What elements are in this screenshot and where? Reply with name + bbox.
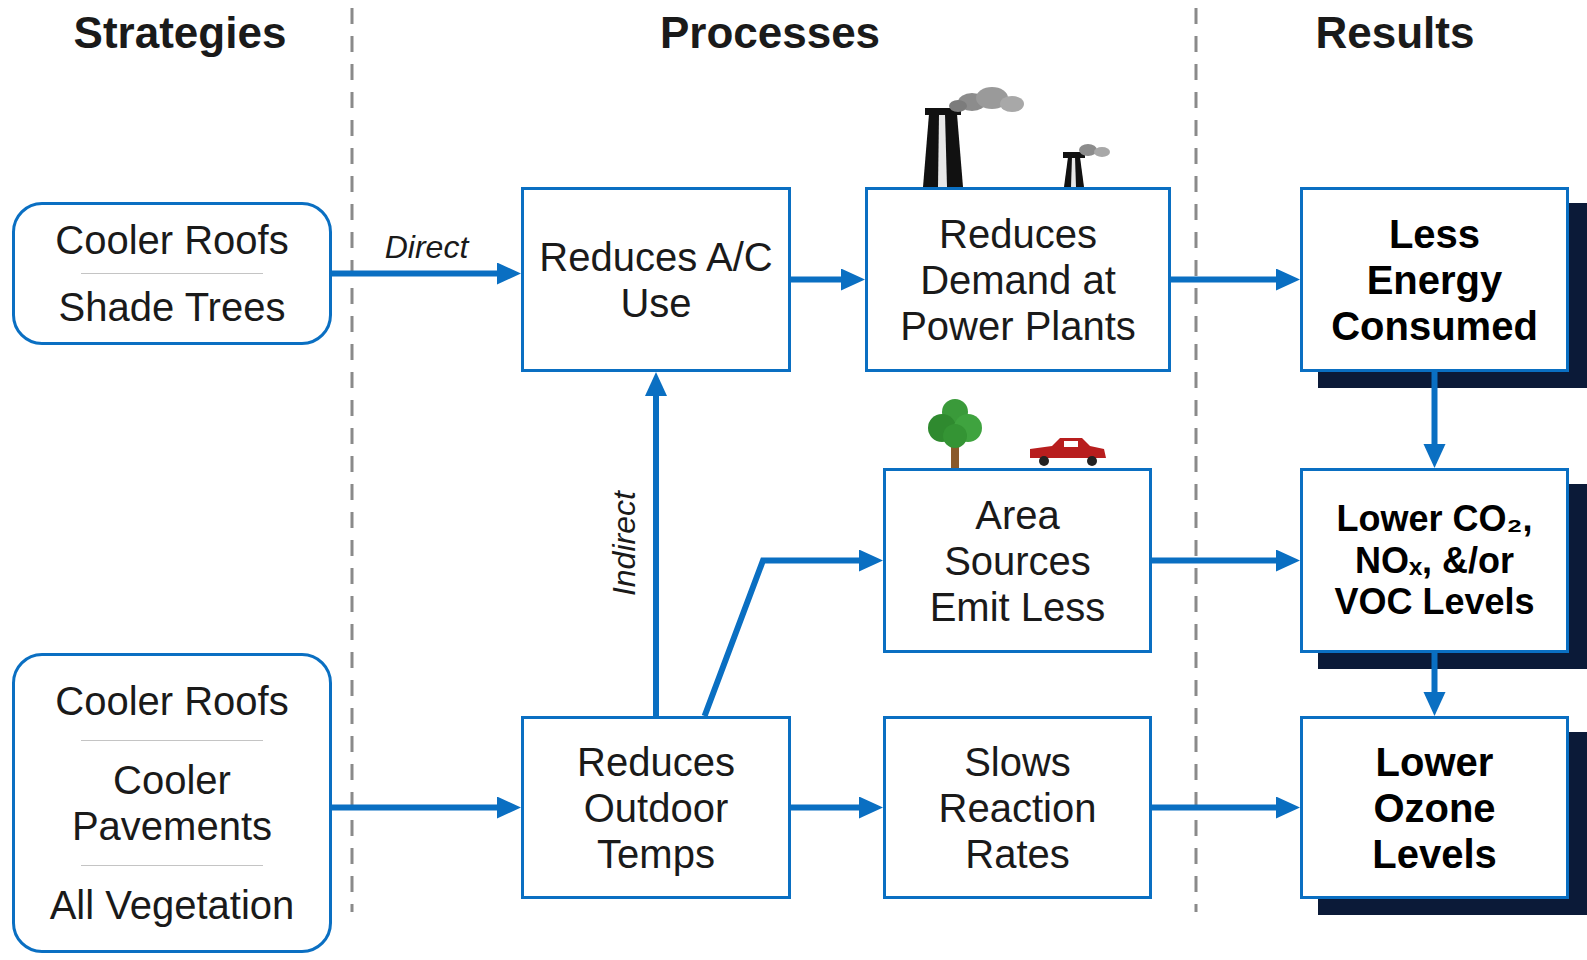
box-text: Slows Reaction Rates [900, 739, 1135, 877]
node-content: Reduces A/C Use [538, 234, 774, 326]
smokestack-highlight [938, 114, 947, 187]
car-wheel [1039, 456, 1049, 466]
car-window [1064, 441, 1078, 447]
smokestack-highlight [1071, 157, 1076, 187]
process-box: Slows Reaction Rates [883, 716, 1152, 899]
box-text: Cooler Pavements [25, 757, 319, 849]
column-divider [1195, 8, 1198, 912]
node-content: Less Energy Consumed [1323, 211, 1546, 349]
process-box: Reduces Demand at Power Plants [865, 187, 1171, 372]
box-text: Less Energy Consumed [1323, 211, 1546, 349]
box-text: Cooler Roofs [25, 217, 319, 263]
column-header: Results [1316, 8, 1475, 58]
flow-arrow [791, 277, 855, 283]
smokestack-icon [923, 87, 1024, 187]
flow-arrow [791, 805, 873, 811]
edge-label: Indirect [606, 489, 641, 600]
box-text: Lower CO₂, NOₓ, &/or VOC Levels [1315, 498, 1554, 622]
smokestack-icon [1063, 144, 1110, 187]
smokestack-body [1064, 157, 1084, 187]
node-content: Lower CO₂, NOₓ, &/or VOC Levels [1315, 498, 1554, 622]
node-content: Area Sources Emit Less [900, 492, 1135, 630]
box-text: Reduces Outdoor Temps [538, 739, 774, 877]
tree-icon [928, 399, 982, 468]
separator-line [81, 865, 263, 866]
flow-arrow [332, 805, 511, 811]
smokestack-body [923, 114, 963, 187]
box-text: Lower Ozone Levels [1323, 739, 1546, 877]
result-box: Less Energy Consumed [1300, 187, 1569, 372]
flow-arrow [1152, 558, 1290, 564]
car-wheel [1087, 456, 1097, 466]
process-box: Reduces Outdoor Temps [521, 716, 791, 899]
car-icon [1030, 438, 1106, 466]
flow-arrow [705, 561, 873, 717]
tree-foliage [943, 424, 967, 448]
smoke-puff [1094, 147, 1110, 157]
flow-arrow [653, 382, 659, 716]
node-content: Lower Ozone Levels [1323, 739, 1546, 877]
flow-arrow [1432, 372, 1438, 458]
process-box: Area Sources Emit Less [883, 468, 1152, 653]
result-box: Lower Ozone Levels [1300, 716, 1569, 899]
node-content: Cooler RoofsShade Trees [25, 217, 319, 330]
smoke-puff [1079, 144, 1097, 156]
smoke-puff [949, 100, 967, 112]
flow-arrow [1152, 805, 1290, 811]
process-box: Reduces A/C Use [521, 187, 791, 372]
flow-arrow [1432, 653, 1438, 706]
box-text: Shade Trees [25, 284, 319, 330]
flow-arrow [332, 271, 511, 277]
box-text: All Vegetation [25, 882, 319, 928]
edge-label: Direct [382, 230, 472, 265]
node-content: Slows Reaction Rates [900, 739, 1135, 877]
box-text: Cooler Roofs [25, 678, 319, 724]
column-header: Strategies [74, 8, 287, 58]
box-text: Reduces A/C Use [538, 234, 774, 326]
node-content: Reduces Demand at Power Plants [878, 211, 1158, 349]
node-content: Cooler RoofsCooler PavementsAll Vegetati… [25, 678, 319, 928]
node-content: Reduces Outdoor Temps [538, 739, 774, 877]
column-divider [351, 8, 354, 912]
separator-line [81, 740, 263, 741]
strategy-box: Cooler RoofsCooler PavementsAll Vegetati… [12, 653, 332, 953]
strategy-box: Cooler RoofsShade Trees [12, 202, 332, 345]
flow-arrow [1171, 277, 1290, 283]
car-body [1030, 438, 1106, 458]
box-text: Area Sources Emit Less [900, 492, 1135, 630]
result-box: Lower CO₂, NOₓ, &/or VOC Levels [1300, 468, 1569, 653]
separator-line [81, 273, 263, 274]
box-text: Reduces Demand at Power Plants [878, 211, 1158, 349]
smoke-puff [1000, 96, 1024, 112]
column-header: Processes [660, 8, 880, 58]
